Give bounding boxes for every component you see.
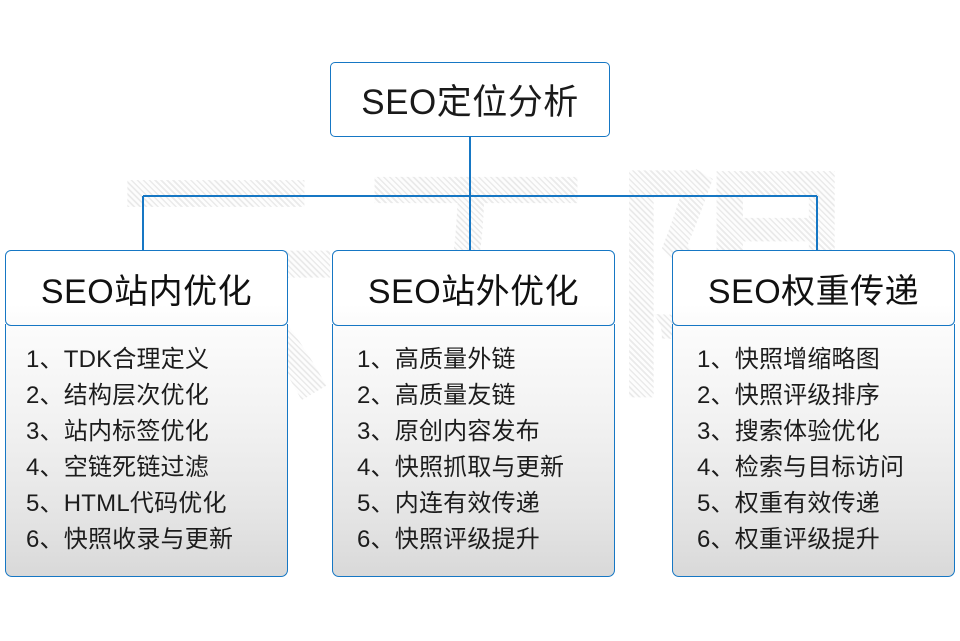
- column-seo-onsite: SEO站内优化 1、TDK合理定义 2、结构层次优化 3、站内标签优化 4、空链…: [5, 250, 288, 577]
- list-item: 5、HTML代码优化: [26, 490, 227, 517]
- list-item: 6、快照评级提升: [357, 526, 540, 553]
- item-list-3: 1、快照增缩略图 2、快照评级排序 3、搜索体验优化 4、检索与目标访问 5、权…: [673, 342, 954, 558]
- list-item: 1、TDK合理定义: [26, 346, 210, 373]
- column-body-2: 1、高质量外链 2、高质量友链 3、原创内容发布 4、快照抓取与更新 5、内连有…: [332, 324, 615, 577]
- item-list-1: 1、TDK合理定义 2、结构层次优化 3、站内标签优化 4、空链死链过滤 5、H…: [6, 342, 287, 558]
- list-item: 5、内连有效传递: [357, 490, 540, 517]
- column-group: SEO站内优化 1、TDK合理定义 2、结构层次优化 3、站内标签优化 4、空链…: [0, 250, 960, 580]
- list-item: 2、高质量友链: [357, 382, 516, 409]
- column-body-1: 1、TDK合理定义 2、结构层次优化 3、站内标签优化 4、空链死链过滤 5、H…: [5, 324, 288, 577]
- list-item: 6、权重评级提升: [697, 526, 880, 553]
- list-item: 3、站内标签优化: [26, 418, 209, 445]
- list-item: 3、原创内容发布: [357, 418, 540, 445]
- column-header-3[interactable]: SEO权重传递: [672, 250, 955, 326]
- column-seo-weight: SEO权重传递 1、快照增缩略图 2、快照评级排序 3、搜索体验优化 4、检索与…: [672, 250, 955, 577]
- list-item: 4、空链死链过滤: [26, 454, 209, 481]
- list-item: 2、结构层次优化: [26, 382, 209, 409]
- column-seo-offsite: SEO站外优化 1、高质量外链 2、高质量友链 3、原创内容发布 4、快照抓取与…: [332, 250, 615, 577]
- item-list-2: 1、高质量外链 2、高质量友链 3、原创内容发布 4、快照抓取与更新 5、内连有…: [333, 342, 614, 558]
- root-node-label: SEO定位分析: [361, 83, 579, 122]
- list-item: 1、快照增缩略图: [697, 346, 880, 373]
- column-header-label-3: SEO权重传递: [707, 272, 920, 311]
- list-item: 4、检索与目标访问: [697, 454, 905, 481]
- column-header-1[interactable]: SEO站内优化: [5, 250, 288, 326]
- root-node[interactable]: SEO定位分析: [330, 62, 610, 137]
- list-item: 2、快照评级排序: [697, 382, 880, 409]
- column-header-label-2: SEO站外优化: [367, 272, 580, 311]
- list-item: 6、快照收录与更新: [26, 526, 234, 553]
- list-item: 3、搜索体验优化: [697, 418, 880, 445]
- column-header-2[interactable]: SEO站外优化: [332, 250, 615, 326]
- column-header-label-1: SEO站内优化: [40, 272, 253, 311]
- column-body-3: 1、快照增缩略图 2、快照评级排序 3、搜索体验优化 4、检索与目标访问 5、权…: [672, 324, 955, 577]
- list-item: 5、权重有效传递: [697, 490, 880, 517]
- list-item: 1、高质量外链: [357, 346, 516, 373]
- list-item: 4、快照抓取与更新: [357, 454, 565, 481]
